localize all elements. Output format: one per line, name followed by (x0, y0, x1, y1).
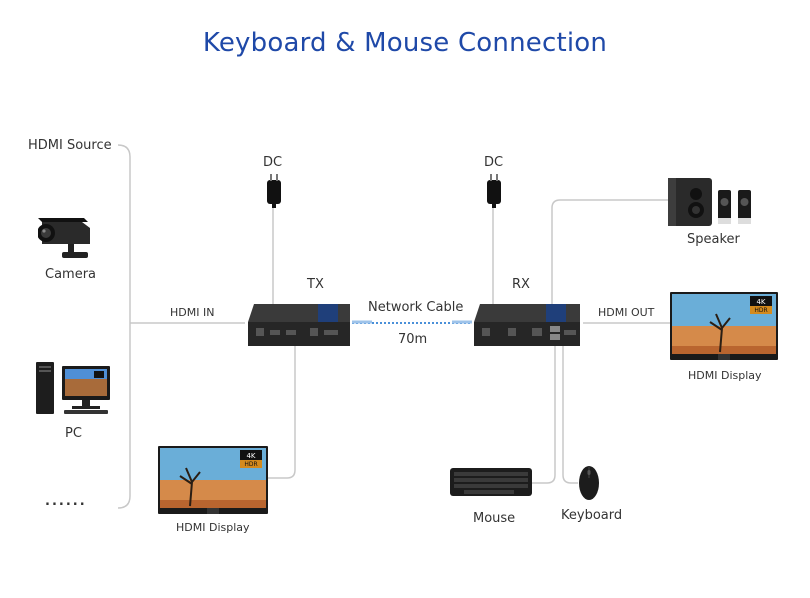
rx-keyboard-line (531, 345, 556, 484)
dc-label-rx: DC (484, 155, 504, 170)
hdmi-in-label: HDMI IN (170, 306, 215, 319)
more-sources-ellipsis: ...... (45, 494, 87, 509)
pc-icon (36, 362, 110, 414)
rx-mouse-line (562, 345, 578, 484)
extender-rx-icon (474, 304, 580, 346)
mouse-label: Mouse (473, 511, 516, 526)
four-k-badge: 4K (246, 452, 255, 460)
network-cable-label: Network Cable (368, 300, 464, 315)
distance-label: 70m (398, 332, 428, 347)
rx-label: RX (512, 277, 530, 292)
tv-display-icon: 4K HDR (158, 446, 268, 514)
keyboard-icon (450, 468, 532, 496)
hdmi-source-label: HDMI Source (28, 138, 112, 153)
tx-display-line (268, 345, 296, 479)
speaker-icon (668, 178, 751, 226)
hdmi-out-label: HDMI OUT (598, 306, 655, 319)
extender-tx-icon (248, 304, 350, 346)
hdr-badge: HDR (244, 461, 257, 468)
hdmi-display-left-label: HDMI Display (176, 521, 250, 534)
hdmi-display-right-label: HDMI Display (688, 369, 762, 382)
mouse-icon (579, 466, 599, 500)
power-adapter-icon (267, 174, 281, 208)
hdr-badge: HDR (754, 307, 767, 314)
pc-label: PC (65, 426, 82, 441)
diagram-title: Keyboard & Mouse Connection (202, 28, 608, 58)
power-adapter-icon (487, 174, 501, 208)
tx-label: TX (307, 277, 324, 292)
four-k-badge: 4K (756, 298, 765, 306)
tv-display-icon: 4K HDR (670, 292, 778, 360)
camera-label: Camera (45, 267, 97, 282)
source-bracket-line (117, 144, 131, 509)
rx-speaker-line (551, 199, 668, 305)
dc-label-tx: DC (263, 155, 283, 170)
speaker-label: Speaker (687, 232, 740, 247)
camera-icon (38, 218, 90, 258)
keyboard-label: Keyboard (561, 508, 623, 523)
